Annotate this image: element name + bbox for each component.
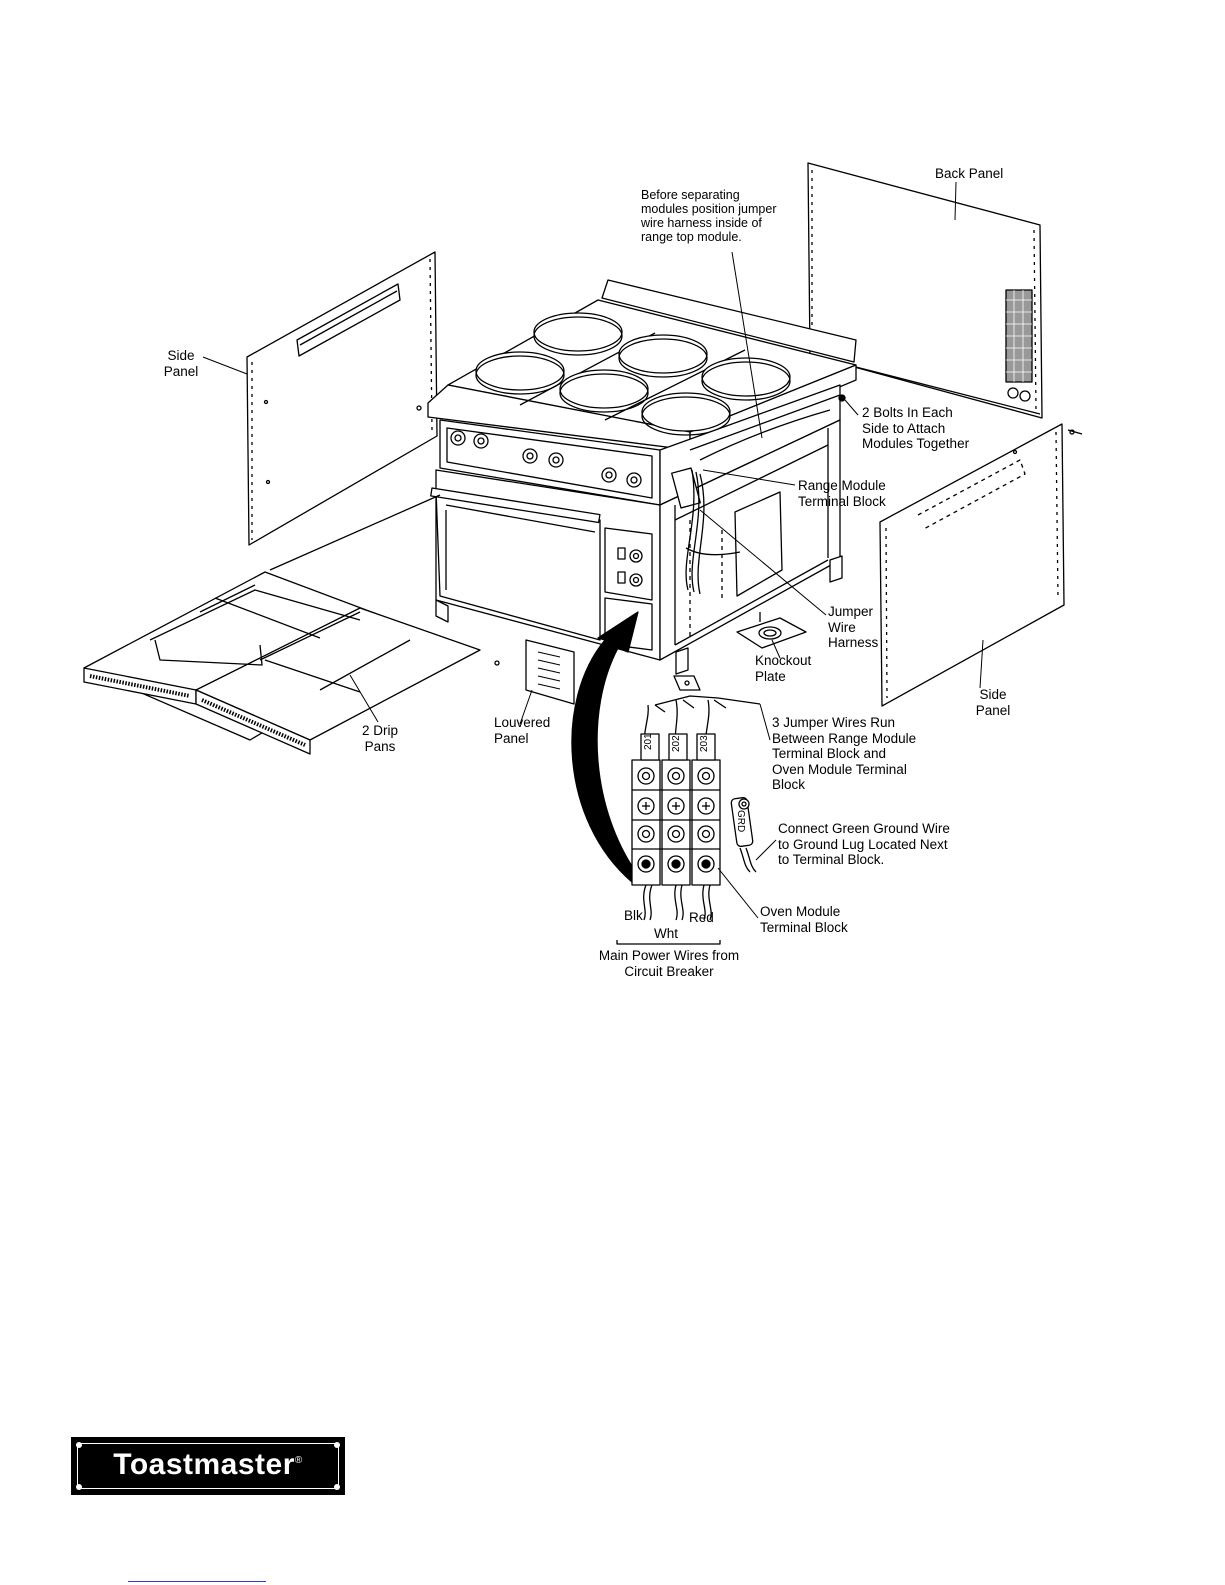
right-side-panel <box>879 423 1083 707</box>
label-three-jumper-wires: 3 Jumper Wires Run Between Range Module … <box>772 715 917 792</box>
label-bolts: 2 Bolts In Each Side to Attach Modules T… <box>862 405 970 451</box>
toastmaster-logo: Toastmaster® <box>71 1437 345 1495</box>
page-bottom-line <box>128 1581 266 1582</box>
drip-pans <box>83 494 500 755</box>
connection-arrow <box>571 611 641 883</box>
ground-lug-tag: GRD <box>735 810 746 833</box>
label-jumper-wire-harness: Jumper Wire Harness <box>828 604 879 650</box>
label-oven-module-terminal-block: Oven Module Terminal Block <box>760 904 848 935</box>
terminal-tag-203: 203 <box>699 735 710 752</box>
back-panel <box>807 162 1043 419</box>
terminal-tag-201: 201 <box>643 733 654 750</box>
label-side-panel-right: Side Panel <box>975 687 1011 718</box>
label-back-panel: Back Panel <box>935 166 1004 181</box>
label-ground-wire: Connect Green Ground Wire to Ground Lug … <box>778 821 950 867</box>
label-wht: Wht <box>654 926 679 941</box>
oven-terminal-block <box>616 695 761 945</box>
label-range-module-terminal-block: Range Module Terminal Block <box>798 478 886 509</box>
left-side-panel <box>246 251 438 546</box>
louvered-panel <box>525 639 575 705</box>
label-blk: Blk <box>624 908 643 923</box>
label-drip-pans: 2 Drip Pans <box>361 723 398 754</box>
label-before-separating: Before separating modules position jumpe… <box>641 188 777 244</box>
leader-lines <box>202 181 984 919</box>
label-side-panel-left: Side Panel <box>163 348 199 379</box>
terminal-tag-202: 202 <box>671 735 682 752</box>
logo-wordmark: Toastmaster® <box>113 1448 303 1481</box>
label-red: Red <box>689 910 714 925</box>
label-main-power-wires: Main Power Wires from Circuit Breaker <box>598 948 740 979</box>
range-unit <box>427 279 857 691</box>
label-louvered-panel: Louvered Panel <box>494 715 551 746</box>
label-knockout-plate: Knockout Plate <box>755 653 812 684</box>
